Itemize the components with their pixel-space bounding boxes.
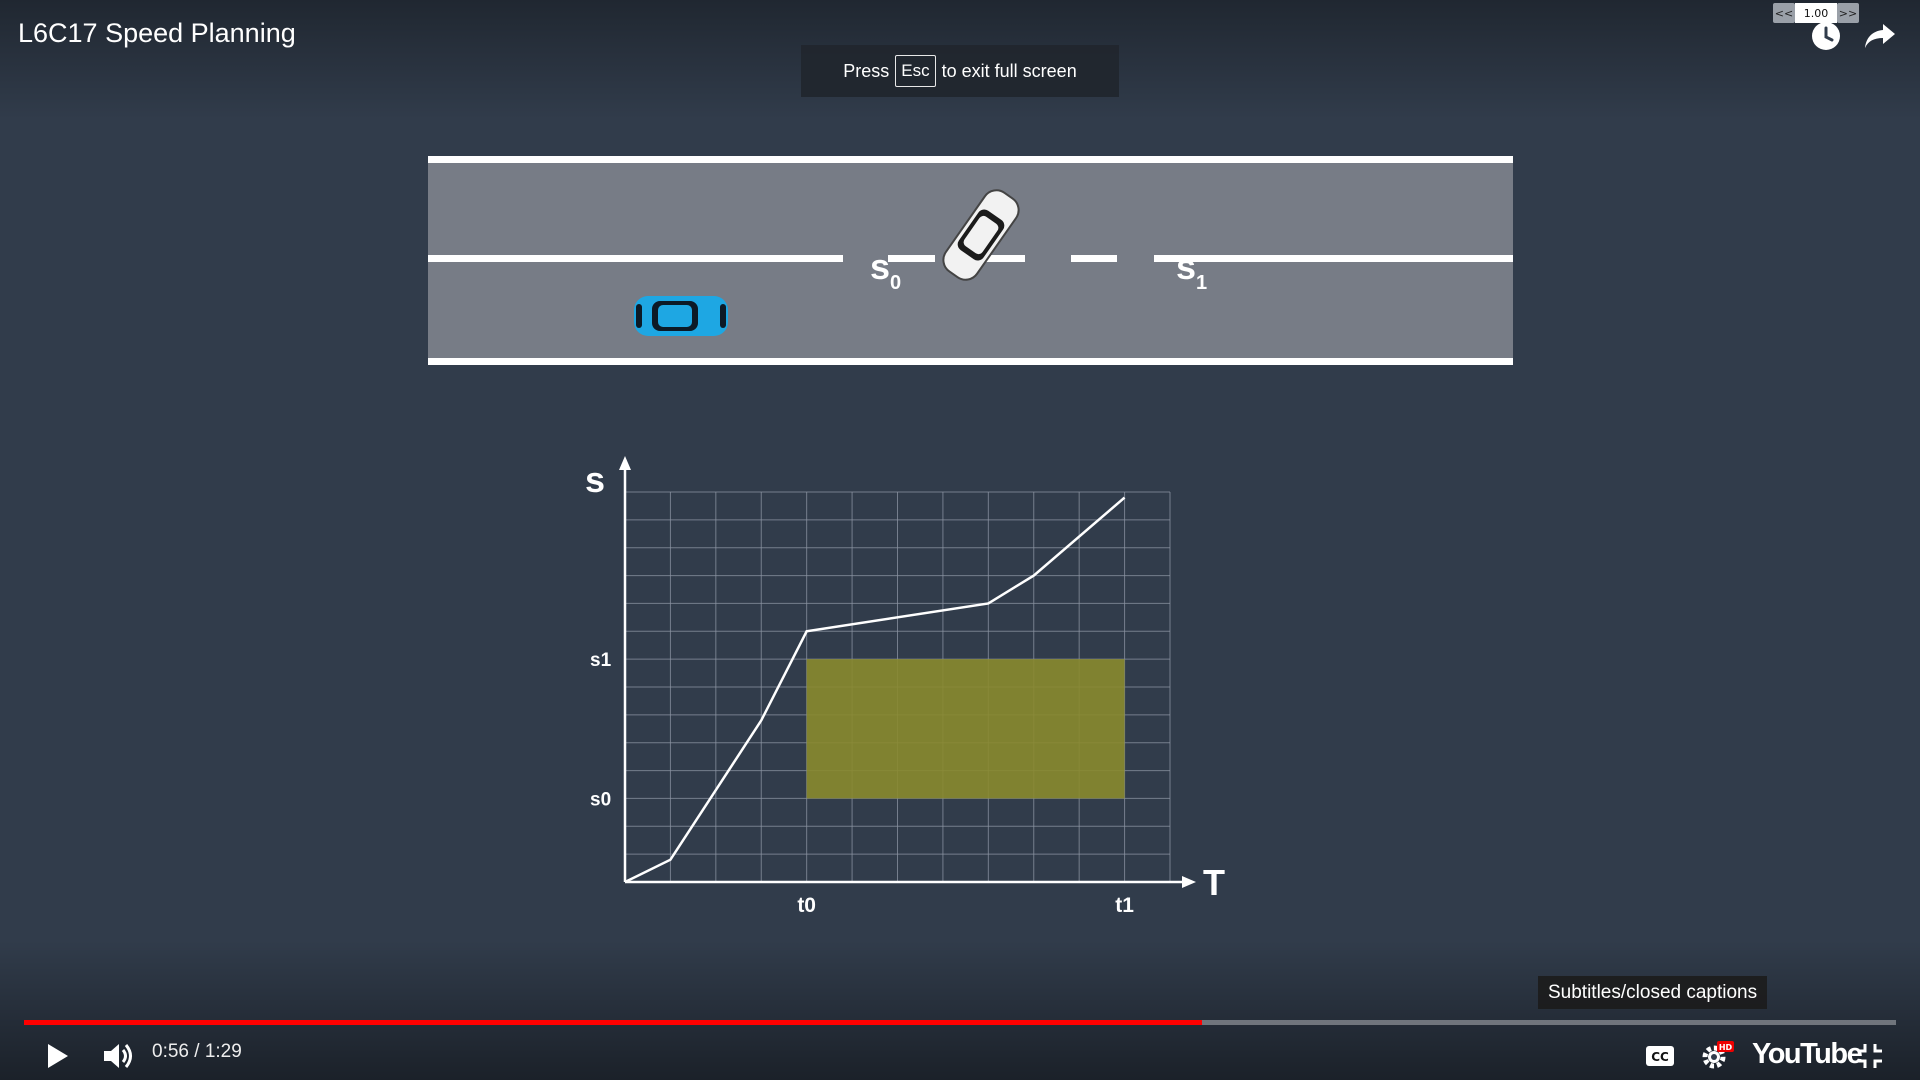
mute-button[interactable] xyxy=(98,1036,138,1076)
road-label-s1: s1 xyxy=(1176,246,1207,294)
speed-time-chart: s T s1 s0 t0 t1 xyxy=(585,456,1225,915)
time-separator: / xyxy=(188,1041,205,1062)
x-axis-arrow xyxy=(1182,876,1196,888)
current-time: 0:56 xyxy=(152,1041,189,1062)
play-button[interactable] xyxy=(37,1036,77,1076)
road-label-s0: s0 xyxy=(870,246,901,294)
exit-fullscreen-button[interactable] xyxy=(1850,1036,1890,1076)
road-top-edge xyxy=(428,156,1513,163)
y-tick-label: s1 xyxy=(590,650,612,671)
time-display: 0:56 / 1:29 xyxy=(152,1041,242,1063)
series-line xyxy=(624,496,1126,884)
road-bottom-edge xyxy=(428,358,1513,365)
control-bar: 0:56 / 1:29 CC HD YouTube xyxy=(0,1030,1920,1080)
youtube-logo[interactable]: YouTube xyxy=(1752,1038,1863,1070)
notice-text-after: to exit full screen xyxy=(941,60,1077,81)
exit-fullscreen-icon xyxy=(1858,1044,1882,1068)
ego-car-icon xyxy=(634,296,728,336)
road-label-s1-main: s xyxy=(1176,246,1196,287)
video-title[interactable]: L6C17 Speed Planning xyxy=(18,18,296,48)
x-axis-label: T xyxy=(1203,862,1225,903)
settings-button[interactable]: HD xyxy=(1697,1036,1737,1076)
road-label-s0-sub: 0 xyxy=(890,272,901,294)
chart-tick-labels: s1 s0 t0 t1 xyxy=(590,650,1134,915)
volume-icon xyxy=(104,1044,132,1068)
obstacle-region xyxy=(806,659,1125,799)
share-arrow-icon xyxy=(1865,24,1895,48)
x-tick-label: t1 xyxy=(1115,894,1134,915)
closed-captions-icon: CC xyxy=(1646,1046,1674,1066)
lane-divider xyxy=(428,255,1513,262)
progress-played xyxy=(24,1020,1203,1025)
duration: 1:29 xyxy=(204,1041,242,1062)
share-button[interactable] xyxy=(1863,20,1897,50)
fullscreen-exit-notice: Press Esc to exit full screen xyxy=(801,45,1119,97)
chart-axes xyxy=(619,456,1196,888)
y-axis-arrow xyxy=(619,456,631,470)
merging-car-icon xyxy=(942,189,1020,281)
x-tick-label: t0 xyxy=(797,894,816,915)
svg-text:CC: CC xyxy=(1651,1050,1669,1064)
watch-later-button[interactable] xyxy=(1810,20,1842,52)
road-label-s1-sub: 1 xyxy=(1196,272,1207,294)
bottom-gradient xyxy=(0,940,1920,1080)
y-tick-label: s0 xyxy=(590,789,611,810)
gear-icon: HD xyxy=(1702,1041,1734,1069)
speed-increase-button[interactable]: >> xyxy=(1837,3,1859,23)
road-scene: s0 s1 xyxy=(428,156,1513,365)
hd-badge: HD xyxy=(1719,1043,1733,1052)
clock-icon xyxy=(1812,22,1840,50)
speed-value: 1.00 xyxy=(1795,3,1837,23)
play-icon xyxy=(48,1044,68,1068)
playback-speed-control: << 1.00 >> xyxy=(1773,3,1859,23)
y-axis-label: s xyxy=(585,459,605,500)
speed-decrease-button[interactable]: << xyxy=(1773,3,1795,23)
progress-bar[interactable] xyxy=(24,1020,1896,1025)
esc-key-badge: Esc xyxy=(895,55,936,87)
captions-button[interactable]: CC xyxy=(1640,1036,1680,1076)
captions-tooltip: Subtitles/closed captions xyxy=(1538,976,1768,1009)
notice-text-before: Press xyxy=(843,60,890,81)
road-label-s0-main: s xyxy=(870,246,890,287)
